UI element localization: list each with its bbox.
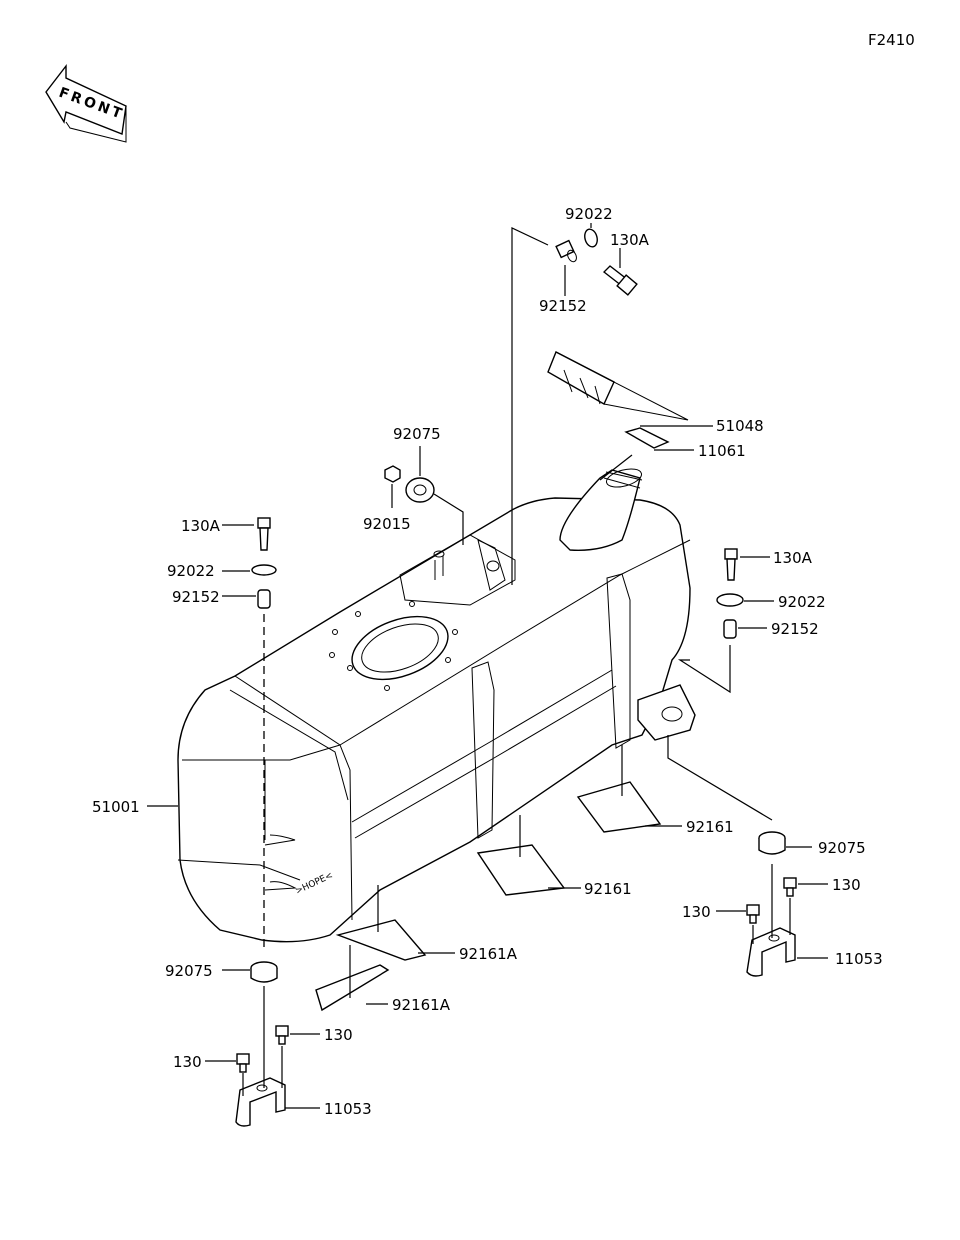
callout-labels: 92022 130A 92152 51048 11061 92075 92015… <box>92 205 883 1118</box>
washer-part-92022-top <box>584 228 598 248</box>
callout-92152-right: 92152 <box>771 620 819 638</box>
bolt-part-130-right-b <box>746 904 760 924</box>
callout-92161A-a: 92161A <box>459 945 518 963</box>
callout-130-right-b: 130 <box>682 903 711 921</box>
callout-51001: 51001 <box>92 798 140 816</box>
callout-11053-right: 11053 <box>835 950 883 968</box>
callout-92015: 92015 <box>363 515 411 533</box>
bolt-part-130-left-a <box>275 1025 289 1045</box>
bracket-part-11053-left <box>235 1077 286 1127</box>
pad-part-92161A-b <box>315 964 390 1012</box>
grommet-part-92075-top <box>405 477 435 503</box>
washer-part-92022-right <box>716 593 744 607</box>
callout-92161A-b: 92161A <box>392 996 451 1014</box>
callout-92075-right: 92075 <box>818 839 866 857</box>
washer-part-92022-left <box>251 564 277 576</box>
bolt-part-130A-top <box>602 265 638 296</box>
callout-130-right-a: 130 <box>832 876 861 894</box>
collar-part-92152-right <box>723 619 737 639</box>
gasket-part-11061 <box>624 427 670 449</box>
callout-92161-a: 92161 <box>686 818 734 836</box>
bracket-part-11053-right <box>746 927 796 977</box>
bolt-part-130A-left <box>257 517 271 551</box>
callout-11061: 11061 <box>698 442 746 460</box>
callout-11053-left: 11053 <box>324 1100 372 1118</box>
callout-130-left-b: 130 <box>173 1053 202 1071</box>
callout-92022-left: 92022 <box>167 562 215 580</box>
collar-part-92152-left <box>257 589 271 609</box>
bolt-part-130-right-a <box>783 877 797 897</box>
nut-part-92015 <box>384 465 401 483</box>
callout-92152-top: 92152 <box>539 297 587 315</box>
grommet-part-92075-left <box>250 961 278 983</box>
callout-92075-left: 92075 <box>165 962 213 980</box>
bolt-part-130A-right <box>724 548 738 581</box>
callout-92161-b: 92161 <box>584 880 632 898</box>
figure-code: F2410 <box>868 31 915 49</box>
pad-part-92161A-a <box>335 919 427 961</box>
callout-130-left-a: 130 <box>324 1026 353 1044</box>
callout-92022-right: 92022 <box>778 593 826 611</box>
callout-92152-left: 92152 <box>172 588 220 606</box>
callout-92075-top: 92075 <box>393 425 441 443</box>
fuel-cap-part-51048 <box>547 351 689 421</box>
front-direction-arrow: FRONT <box>45 63 127 143</box>
pad-part-92161-a <box>576 781 662 833</box>
callout-51048: 51048 <box>716 417 764 435</box>
fuel-tank-body: >HOPE< <box>177 468 696 943</box>
leader-lines <box>147 223 828 1109</box>
callout-130A-right: 130A <box>773 549 813 567</box>
callout-130A-top: 130A <box>610 231 650 249</box>
callout-92022-top: 92022 <box>565 205 613 223</box>
collar-part-92152-top <box>555 239 577 263</box>
grommet-part-92075-right <box>758 831 786 855</box>
bolt-part-130-left-b <box>236 1053 250 1073</box>
callout-130A-left: 130A <box>181 517 221 535</box>
